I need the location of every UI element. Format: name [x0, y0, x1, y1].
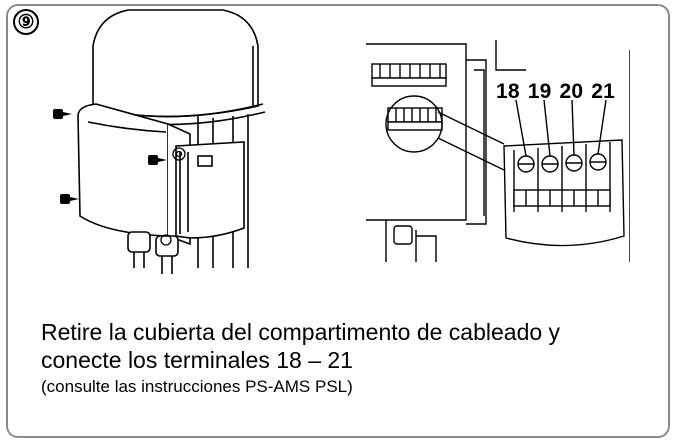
- terminal-block-detail-illustration: [366, 40, 630, 262]
- terminal-number-labels: 18 19 20 21: [496, 80, 623, 104]
- device-cover-removal-illustration: [53, 9, 266, 274]
- terminal-label-19: 19: [527, 80, 552, 103]
- instruction-note: (consulte las instrucciones PS-AMS PSL): [41, 377, 353, 396]
- instruction-line-1: Retire la cubierta del compartimento de …: [41, 319, 561, 345]
- terminal-label-20: 20: [559, 80, 584, 103]
- terminal-label-18: 18: [496, 80, 520, 103]
- step-number-badge: ⑨: [13, 9, 39, 35]
- instruction-caption: Retire la cubierta del compartimento de …: [41, 318, 671, 398]
- terminal-label-21: 21: [591, 80, 616, 103]
- step-number: ⑨: [17, 11, 35, 33]
- instruction-line-2: conecte los terminales 18 – 21: [41, 347, 353, 373]
